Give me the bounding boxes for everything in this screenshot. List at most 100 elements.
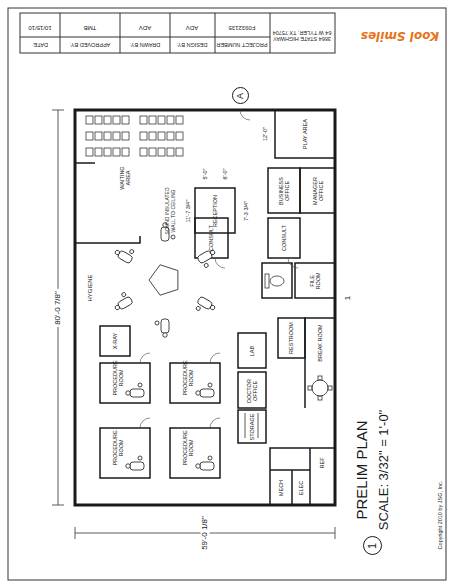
door-swings (210, 418, 220, 428)
plan-label: 6'-0" (222, 169, 228, 180)
door-swings (140, 418, 150, 428)
dimension-text: 59'-0 1/8" (201, 514, 210, 552)
plan-label: PROCEDURE ROOM (182, 360, 194, 396)
waiting-seat (113, 132, 120, 140)
chair-headrest (126, 391, 130, 395)
waiting-seat (158, 148, 165, 156)
interior-walls (195, 218, 228, 258)
dental-chair (194, 296, 217, 317)
waiting-seat (113, 116, 120, 124)
waiting-seat (86, 132, 93, 140)
waiting-seat (149, 148, 156, 156)
interior-walls (270, 469, 310, 471)
exterior-wall (75, 110, 335, 505)
plan-label: 11'-7 3/4" (185, 200, 191, 223)
plan-label: LAB (249, 346, 255, 356)
plan-label: MECH (278, 480, 284, 496)
callout-circle: A (232, 88, 249, 105)
waiting-seats (86, 116, 183, 156)
plan-label: APPROVED BY: (70, 42, 111, 48)
plan-label: CONSULT (208, 225, 214, 251)
callout-text: A (236, 93, 245, 99)
waiting-seat (104, 116, 111, 124)
logo-text: Kool Smiles (361, 28, 439, 41)
operator-stool (121, 292, 126, 297)
waiting-seat (95, 148, 102, 156)
chair-seat (200, 389, 214, 397)
fixtures (312, 380, 328, 396)
plan-label: STORAGE (249, 414, 255, 441)
plan-label: X-RAY (112, 333, 118, 349)
waiting-seat (122, 132, 129, 140)
interior-walls (309, 448, 311, 505)
waiting-seat (149, 116, 156, 124)
interior-walls (75, 110, 335, 505)
interior-walls (262, 263, 292, 298)
plan-label: PLAY AREA (302, 114, 308, 154)
plan-label: SOUND INSULATED WALL TO CEILING (165, 186, 176, 236)
waiting-seat (104, 132, 111, 140)
fixtures (318, 396, 322, 400)
waiting-seat (86, 148, 93, 156)
chair-headrest (114, 304, 120, 310)
interior-walls (238, 410, 266, 443)
door-swings (215, 258, 225, 268)
plan-label: PROCEDURE ROOM (112, 360, 124, 396)
chair-headrest (210, 304, 216, 310)
plan-label: 7'-3 3/4" (243, 201, 249, 221)
sheet-border (8, 8, 446, 580)
plan-label: DRAWN BY: (130, 42, 161, 48)
operator-stool (171, 235, 175, 239)
plan-label: DATE: (32, 42, 48, 48)
title-block (270, 13, 271, 53)
operator-stool (208, 383, 212, 387)
plan-label: 12'-0" (262, 127, 268, 141)
plan-label: Copyright 2010 by JSG, Inc. (437, 481, 443, 550)
interior-walls (268, 218, 300, 258)
title-block (60, 13, 61, 53)
plan-label: PROCEDURE ROOM (182, 430, 194, 466)
hygiene-station (149, 265, 178, 295)
waiting-seat (158, 116, 165, 124)
dimension-lines (335, 527, 336, 539)
fixtures (270, 276, 284, 286)
plan-label: ADV (186, 25, 198, 32)
waiting-seat (95, 132, 102, 140)
chair-seat (200, 462, 214, 470)
operator-stool (138, 383, 142, 387)
plan-label: REF (319, 458, 325, 469)
chair-headrest (163, 333, 167, 337)
title-block (120, 13, 121, 53)
dental-chair (196, 456, 214, 470)
plan-label: WAITING AREA (119, 162, 131, 194)
fixtures (245, 274, 332, 438)
chair-headrest (196, 391, 200, 395)
plan-label: BUSINESS OFFICE (278, 171, 290, 211)
waiting-seat (104, 148, 111, 156)
fixtures (308, 386, 312, 390)
title-block (20, 13, 335, 53)
operator-stool (204, 263, 209, 268)
interior-walls (295, 263, 335, 298)
exterior-wall (75, 110, 335, 505)
dental-chairs (110, 223, 219, 470)
plan-label: SCALE: 3/32" = 1'-0" (377, 410, 391, 530)
plan-label: PROCEDURE ROOM (112, 430, 124, 466)
title-block (20, 37, 270, 38)
interior-walls (170, 428, 220, 478)
dental-chair (126, 456, 144, 470)
title-block (20, 13, 335, 53)
waiting-seat (158, 132, 165, 140)
chair-seat (130, 462, 144, 470)
chair-headrest (114, 249, 120, 255)
operator-stool (196, 306, 201, 311)
interior-walls (75, 236, 140, 243)
waiting-seat (140, 148, 147, 156)
chair-headrest (196, 464, 200, 468)
dental-chair (155, 319, 169, 337)
plan-label: ADV (139, 25, 151, 32)
waiting-seat (167, 116, 174, 124)
title-block (215, 13, 216, 53)
waiting-seat (140, 132, 147, 140)
door-swings (288, 258, 298, 268)
